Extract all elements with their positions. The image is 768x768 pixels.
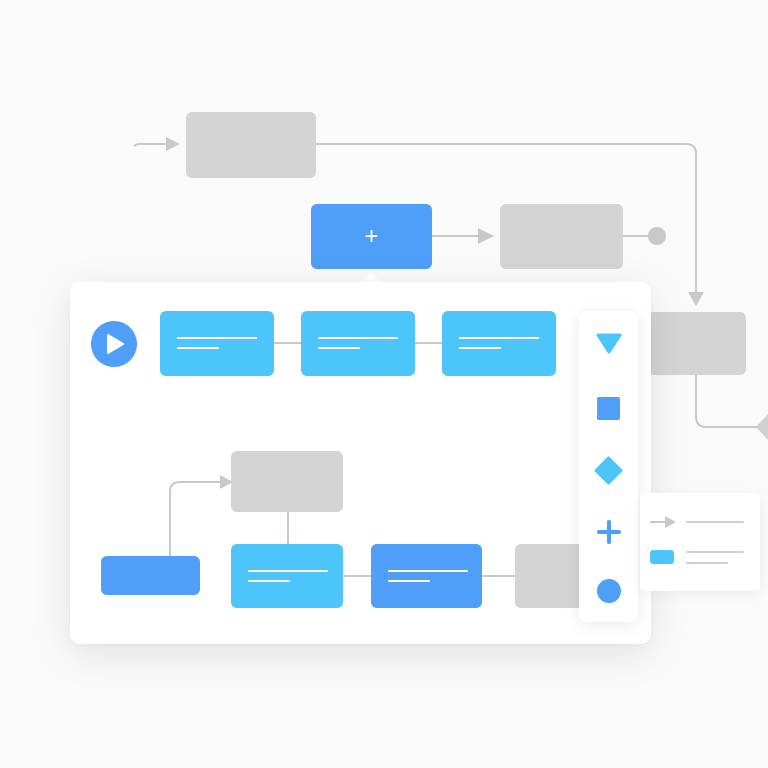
plus-shape-icon[interactable] <box>597 520 621 544</box>
step-node-4[interactable] <box>231 544 343 608</box>
node-right-middle[interactable] <box>648 312 746 375</box>
step-text-lines <box>177 337 257 349</box>
legend-swatch <box>650 550 674 564</box>
shape-palette <box>579 311 638 622</box>
start-button[interactable] <box>91 321 137 367</box>
step-text-lines <box>248 570 328 582</box>
card-connectors <box>169 342 515 577</box>
legend-line <box>686 521 744 523</box>
triangle-shape-icon[interactable] <box>595 332 623 356</box>
step-text-lines <box>318 337 398 349</box>
arrowhead-icon <box>220 475 233 489</box>
branch-node[interactable] <box>231 451 343 512</box>
arrowhead-icon <box>688 292 704 306</box>
step-text-lines <box>459 337 539 349</box>
add-icon: + <box>364 222 379 250</box>
diamond-shape-icon[interactable] <box>593 455 624 486</box>
diamond-node-partial <box>756 414 768 440</box>
step-text-lines <box>388 570 468 582</box>
arrowhead-icon <box>166 137 180 151</box>
legend-line <box>686 562 728 564</box>
node-top-left[interactable] <box>186 112 316 178</box>
node-top-right[interactable] <box>500 204 623 269</box>
step-node-3[interactable] <box>442 311 556 376</box>
trigger-node[interactable] <box>101 556 200 595</box>
step-node-2[interactable] <box>301 311 415 376</box>
arrow-icon <box>650 516 676 528</box>
arrowhead-icon <box>478 228 494 244</box>
end-node-partial[interactable] <box>515 544 585 608</box>
add-node-button[interactable]: + <box>311 204 432 269</box>
legend-panel <box>640 493 760 591</box>
legend-line <box>686 551 744 553</box>
endpoint-dot <box>648 227 666 245</box>
circle-shape-icon[interactable] <box>596 578 622 604</box>
play-icon <box>107 334 124 354</box>
square-shape-icon[interactable] <box>596 396 621 421</box>
step-node-1[interactable] <box>160 311 274 376</box>
step-node-5[interactable] <box>371 544 482 608</box>
